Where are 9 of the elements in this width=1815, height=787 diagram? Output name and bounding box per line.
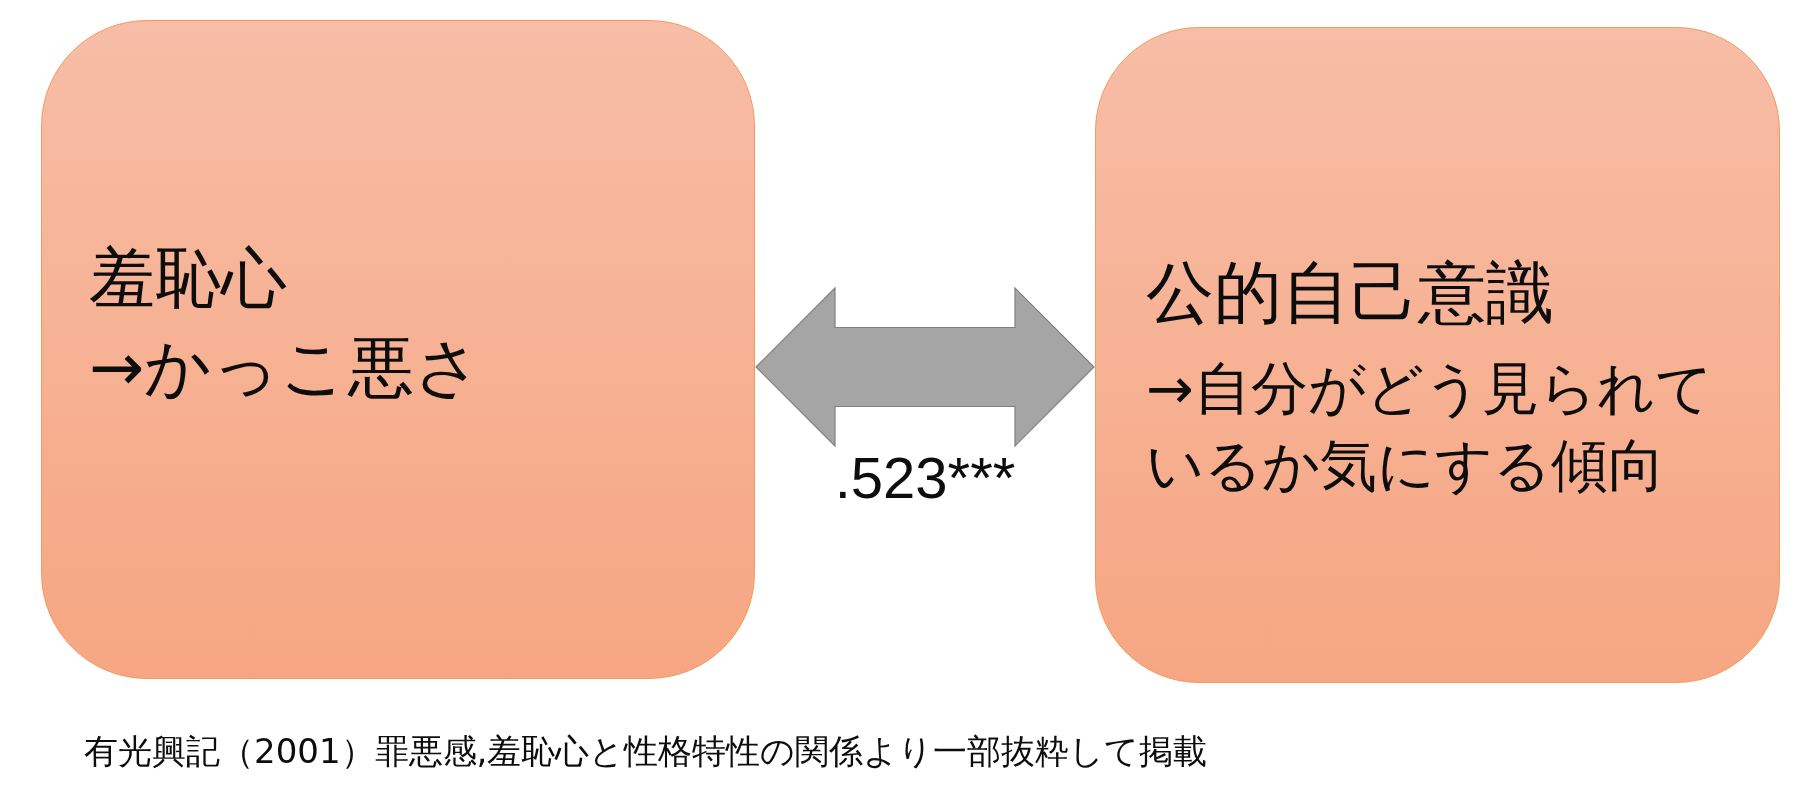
box-text: →かっこ悪さ [89,328,484,408]
edge-label: .523*** [834,446,1016,510]
box-heading: 羞恥心 [89,239,288,319]
rounded-box [41,20,755,679]
box-heading: 公的自己意識 [1146,253,1555,333]
caption: 有光興記（2001）罪悪感,羞恥心と性格特性の関係より一部抜粋して掲載 [84,731,1208,771]
double-arrow [755,286,1095,448]
box-text: →自分がどう見られているか気にする傾向 [1146,354,1714,500]
rounded-box [1095,27,1780,683]
